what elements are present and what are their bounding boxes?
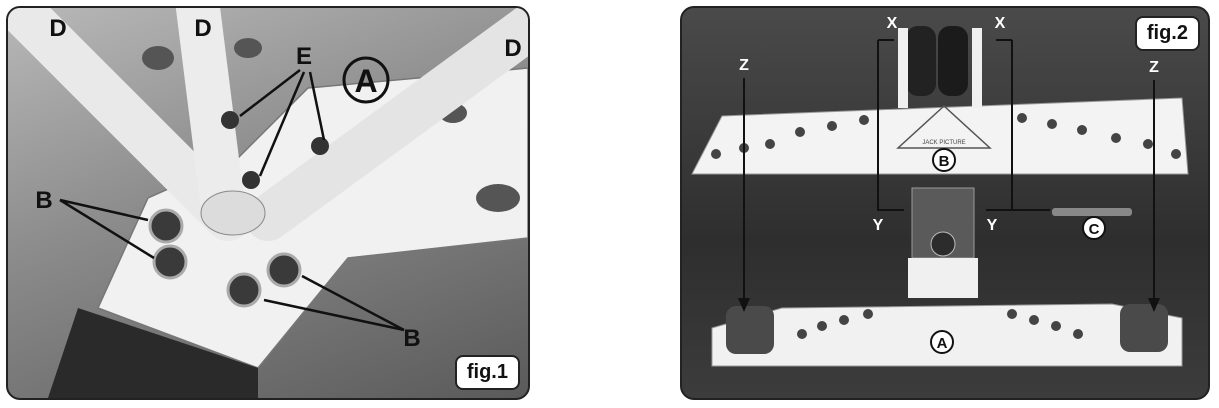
tube-d-left bbox=[8, 8, 251, 241]
label-a-circle bbox=[342, 56, 390, 104]
base-block bbox=[48, 308, 258, 398]
plate-hole bbox=[142, 46, 174, 70]
label-x-left: X bbox=[887, 15, 898, 32]
label-d-right: D bbox=[504, 35, 521, 62]
bottom-plate-holes bbox=[797, 309, 1083, 339]
label-b: B bbox=[939, 153, 950, 170]
jack-picture-text: JACK PICTURE bbox=[922, 140, 965, 146]
y-brackets bbox=[877, 180, 1050, 211]
top-plate bbox=[691, 97, 1189, 175]
top-plate-holes bbox=[711, 113, 1181, 159]
plate-hole bbox=[476, 184, 520, 212]
tube-d-right bbox=[245, 8, 528, 241]
pin-c bbox=[1052, 208, 1132, 216]
ram-cylinder bbox=[906, 26, 936, 96]
figure-2-caption: fig.2 bbox=[1134, 16, 1200, 51]
guide-post-left bbox=[898, 28, 908, 108]
figure-1-panel: A D D D E B B fig.1 bbox=[6, 6, 530, 400]
set-screw bbox=[311, 137, 329, 155]
figure-2-drawing: JACK PICTURE bbox=[691, 15, 1189, 367]
label-b-right: B bbox=[403, 325, 420, 352]
z-arrowheads bbox=[738, 298, 1160, 312]
screw-arrows bbox=[239, 69, 326, 177]
figure-2-panel: JACK PICTURE bbox=[680, 6, 1210, 400]
label-a: A bbox=[937, 335, 948, 352]
nut bbox=[226, 272, 262, 308]
nut bbox=[152, 244, 188, 280]
plate-hole bbox=[234, 38, 262, 58]
bottom-plate-neck bbox=[908, 258, 978, 298]
roller-left bbox=[726, 306, 774, 354]
set-screw bbox=[242, 171, 260, 189]
label-z-right: Z bbox=[1149, 59, 1159, 76]
label-a: A bbox=[354, 63, 377, 99]
figure-1-caption: fig.1 bbox=[454, 355, 520, 390]
roller-right bbox=[1120, 304, 1168, 352]
nut-arrows bbox=[59, 198, 405, 332]
label-d-left: D bbox=[49, 15, 66, 42]
label-b-circle bbox=[932, 148, 956, 172]
label-y-left: Y bbox=[873, 217, 884, 234]
ram-cylinder bbox=[938, 26, 968, 96]
label-c-circle bbox=[1082, 216, 1106, 240]
label-c: C bbox=[1089, 221, 1100, 238]
nut bbox=[148, 208, 184, 244]
jack-ram bbox=[930, 231, 956, 257]
label-y-right: Y bbox=[987, 217, 998, 234]
label-a-circle bbox=[930, 330, 954, 354]
z-arrows bbox=[743, 78, 1155, 308]
label-z-left: Z bbox=[739, 57, 749, 74]
nut bbox=[266, 252, 302, 288]
x-brackets bbox=[877, 39, 1013, 180]
figure-1-drawing: A D D D E B B bbox=[8, 8, 528, 398]
tube-joint bbox=[200, 190, 266, 236]
tube-d-center bbox=[176, 8, 245, 230]
label-x-right: X bbox=[995, 15, 1006, 32]
label-b-left: B bbox=[35, 187, 52, 214]
label-d-center: D bbox=[194, 15, 211, 42]
set-screw bbox=[221, 111, 239, 129]
guide-post-right bbox=[972, 28, 982, 108]
label-e: E bbox=[296, 43, 312, 70]
